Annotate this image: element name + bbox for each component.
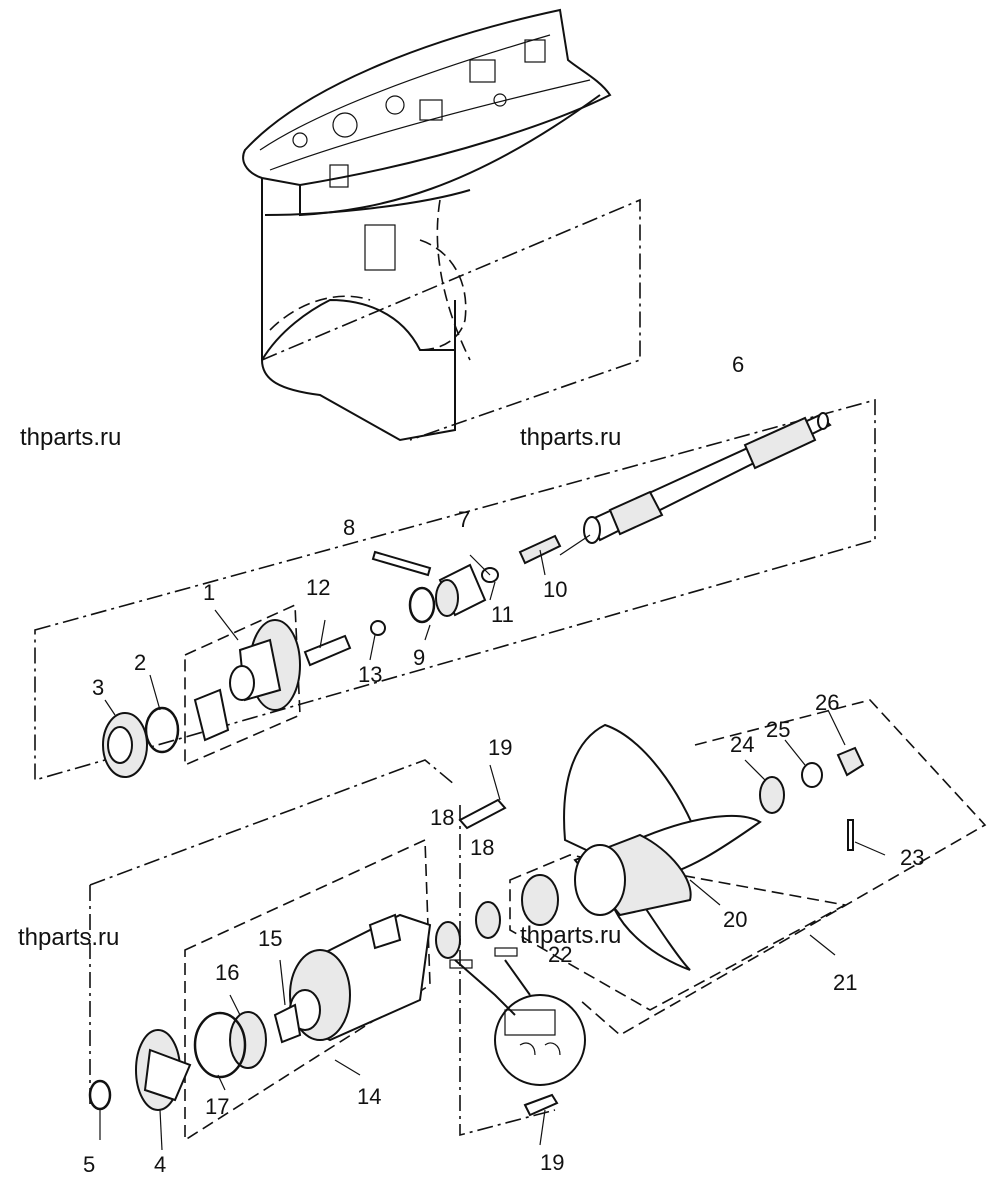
part-24-spacer (759, 776, 785, 814)
part-5-shim (88, 1079, 112, 1111)
part-14-bearing-housing (289, 913, 432, 1042)
callout-19: 19 (540, 1150, 564, 1175)
part-23-cotter-pin (847, 819, 854, 851)
watermark: thparts.ru (520, 922, 621, 949)
watermark: thparts.ru (520, 424, 621, 451)
callout-24: 24 (730, 732, 754, 757)
phantom-boundaries (34, 198, 987, 1142)
callout-3: 3 (92, 675, 104, 700)
part-17-o-ring (193, 1011, 247, 1079)
callout-8: 8 (343, 515, 355, 540)
callout-16: 16 (215, 960, 239, 985)
part-18-oil-seal-a (435, 921, 461, 959)
leader-lines (99, 534, 886, 1151)
part-9-ring (408, 586, 436, 624)
part-2-shim (144, 706, 180, 754)
callout-10: 10 (543, 577, 567, 602)
needle-bearing (193, 688, 230, 742)
callout-20: 20 (723, 907, 747, 932)
callout-6: 6 (732, 352, 744, 377)
part-12-shift-plunger (303, 634, 352, 667)
callout-18: 18 (430, 805, 454, 830)
watermark: thparts.ru (18, 924, 119, 951)
part-8-cross-pin (371, 550, 432, 577)
callout-17: 17 (205, 1094, 229, 1119)
callout-15: 15 (258, 926, 282, 951)
callout-19: 19 (488, 735, 512, 760)
callout-21: 21 (833, 970, 857, 995)
callout-4: 4 (154, 1152, 166, 1177)
part-7-dog-clutch (435, 563, 487, 617)
part-25-washer (801, 762, 823, 788)
part-26-nut (836, 746, 865, 777)
lower-unit-housing (242, 8, 612, 442)
callout-9: 9 (413, 645, 425, 670)
seal-detail-inset (449, 947, 586, 1086)
callout-13: 13 (358, 662, 382, 687)
callout-11: 11 (491, 602, 514, 627)
part-4-forward-gear (135, 1029, 192, 1111)
watermark: thparts.ru (20, 424, 121, 451)
part-13-ball (370, 620, 386, 636)
callout-25: 25 (766, 717, 790, 742)
part-15-needle-bearing (273, 1003, 302, 1044)
part-1-reverse-gear (229, 619, 301, 711)
callout-23: 23 (900, 845, 924, 870)
callout-14: 14 (357, 1084, 381, 1109)
callout-26: 26 (815, 690, 839, 715)
callout-5: 5 (83, 1152, 95, 1177)
callout-7: 7 (458, 507, 470, 532)
part-19-bolt-a (458, 798, 507, 830)
callout-18: 18 (470, 835, 494, 860)
part-20-propeller (563, 723, 762, 971)
callout-12: 12 (306, 575, 330, 600)
callout-2: 2 (134, 650, 146, 675)
part-19-bolt-b (523, 1093, 559, 1117)
part-18-oil-seal-b (475, 901, 501, 939)
callout-1: 1 (203, 580, 215, 605)
part-22-spacer (521, 874, 559, 926)
part-10-pin (518, 534, 562, 565)
callout-22: 22 (548, 942, 572, 967)
part-3-ball-bearing (102, 712, 148, 778)
